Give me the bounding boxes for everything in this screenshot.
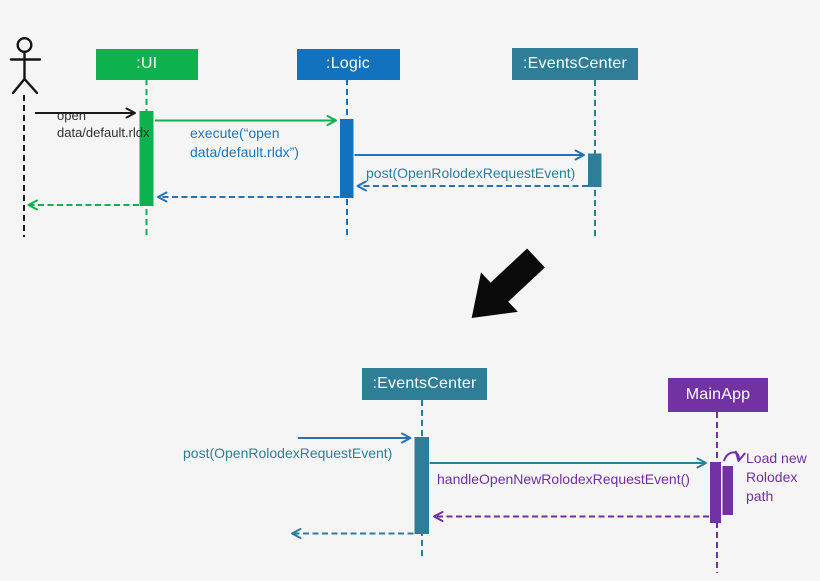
big-transition-arrow	[471, 248, 545, 319]
logic-activation	[340, 119, 354, 198]
message-post-top-label: post(OpenRolodexRequestEvent)	[366, 164, 576, 181]
mainapp-activation	[710, 462, 721, 523]
eventscenter-bottom-activation	[414, 437, 429, 534]
ui-activation	[139, 111, 154, 206]
message-post-bottom-label: post(OpenRolodexRequestEvent)	[183, 445, 393, 461]
participant-mainapp-label: MainApp	[685, 386, 751, 403]
participant-mainapp: MainApp	[668, 378, 768, 412]
participant-eventscenter-bottom: :EventsCenter	[362, 368, 487, 400]
mainapp-nested-activation	[722, 466, 733, 515]
message-execute-label: execute(“open data/default.rldx”)	[190, 125, 299, 160]
participant-ui-label: :UI	[136, 55, 158, 72]
eventscenter-top-activation	[588, 153, 602, 187]
participant-logic: :Logic	[296, 48, 400, 80]
participant-eventscenter-bottom-label: :EventsCenter	[372, 375, 477, 392]
participant-eventscenter-top-label: :EventsCenter	[523, 55, 627, 72]
actor-icon	[9, 37, 42, 95]
participant-logic-label: :Logic	[326, 55, 370, 72]
message-handle-label: handleOpenNewRolodexRequestEvent()	[437, 471, 690, 487]
participant-eventscenter-top: :EventsCenter	[512, 48, 638, 80]
participant-ui: :UI	[96, 48, 198, 80]
message-open-label: open data/default.rldx	[57, 108, 150, 140]
self-call-note-label: Load new Rolodex path	[746, 450, 807, 504]
self-call-loop-arrow	[723, 450, 746, 462]
